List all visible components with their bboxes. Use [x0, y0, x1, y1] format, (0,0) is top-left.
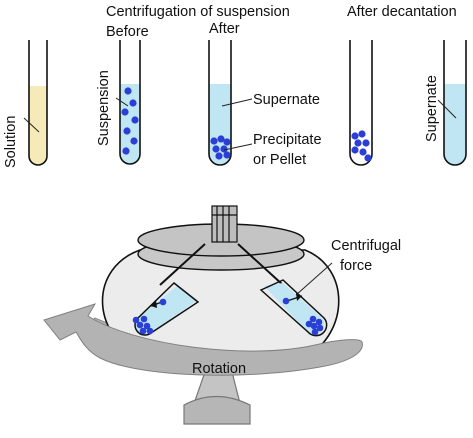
title-centrifugation: Centrifugation of suspension: [106, 4, 290, 20]
decanted-liquid: [444, 84, 466, 165]
label-suspension: Suspension: [96, 70, 112, 146]
tube-outline: [443, 40, 467, 166]
swung-outline: [259, 279, 328, 337]
pointer-line: [295, 262, 333, 296]
tube-decanted-pellet: [349, 40, 373, 166]
label-after-decantation: After decantation: [347, 4, 457, 20]
rotor-spindle: [211, 205, 238, 243]
tube-after-centrifugation: [208, 40, 232, 166]
tube-outline: [349, 40, 373, 166]
force-arrowhead-right: [296, 293, 302, 301]
force-particle-right: [282, 297, 290, 305]
pointer-line: [223, 143, 253, 151]
label-precipitate: Precipitate: [253, 132, 322, 148]
label-force: force: [340, 258, 372, 274]
swung-pellet: [132, 315, 154, 335]
pellet-particles: [351, 130, 372, 162]
tube-suspension: [119, 40, 141, 165]
tube-outline: [119, 40, 141, 165]
swung-tube-right: [259, 279, 328, 337]
label-pellet: or Pellet: [253, 152, 306, 168]
label-centrifugal: Centrifugal: [331, 238, 401, 254]
label-supernate: Supernate: [253, 92, 320, 108]
pointer-line: [115, 97, 129, 107]
label-rotation: Rotation: [192, 361, 246, 377]
pellet-particles: [210, 135, 231, 160]
tube-solution: [28, 40, 48, 166]
swung-pellet: [305, 315, 324, 336]
centrifuge-base: [183, 396, 251, 425]
label-before: Before: [106, 24, 149, 40]
swung-tube-left: [132, 282, 200, 336]
tube-outline: [28, 40, 48, 166]
label-supernate-decanted: Supernate: [424, 75, 440, 142]
suspended-particles: [121, 87, 139, 155]
swung-liquid: [135, 286, 196, 335]
rotor-arm-left: [159, 243, 206, 286]
force-particle-left: [159, 298, 167, 306]
label-after: After: [209, 21, 240, 37]
tube-outline: [208, 40, 232, 166]
solution-liquid: [29, 86, 47, 165]
label-solution: Solution: [3, 116, 19, 168]
rotation-arrow: [43, 303, 363, 376]
pointer-line: [437, 99, 457, 119]
force-arrowhead-left: [151, 300, 157, 308]
rotor-arm-right: [237, 243, 284, 286]
pointer-line: [23, 117, 40, 133]
tube-decanted-supernate: [443, 40, 467, 166]
pointer-line: [221, 98, 253, 107]
